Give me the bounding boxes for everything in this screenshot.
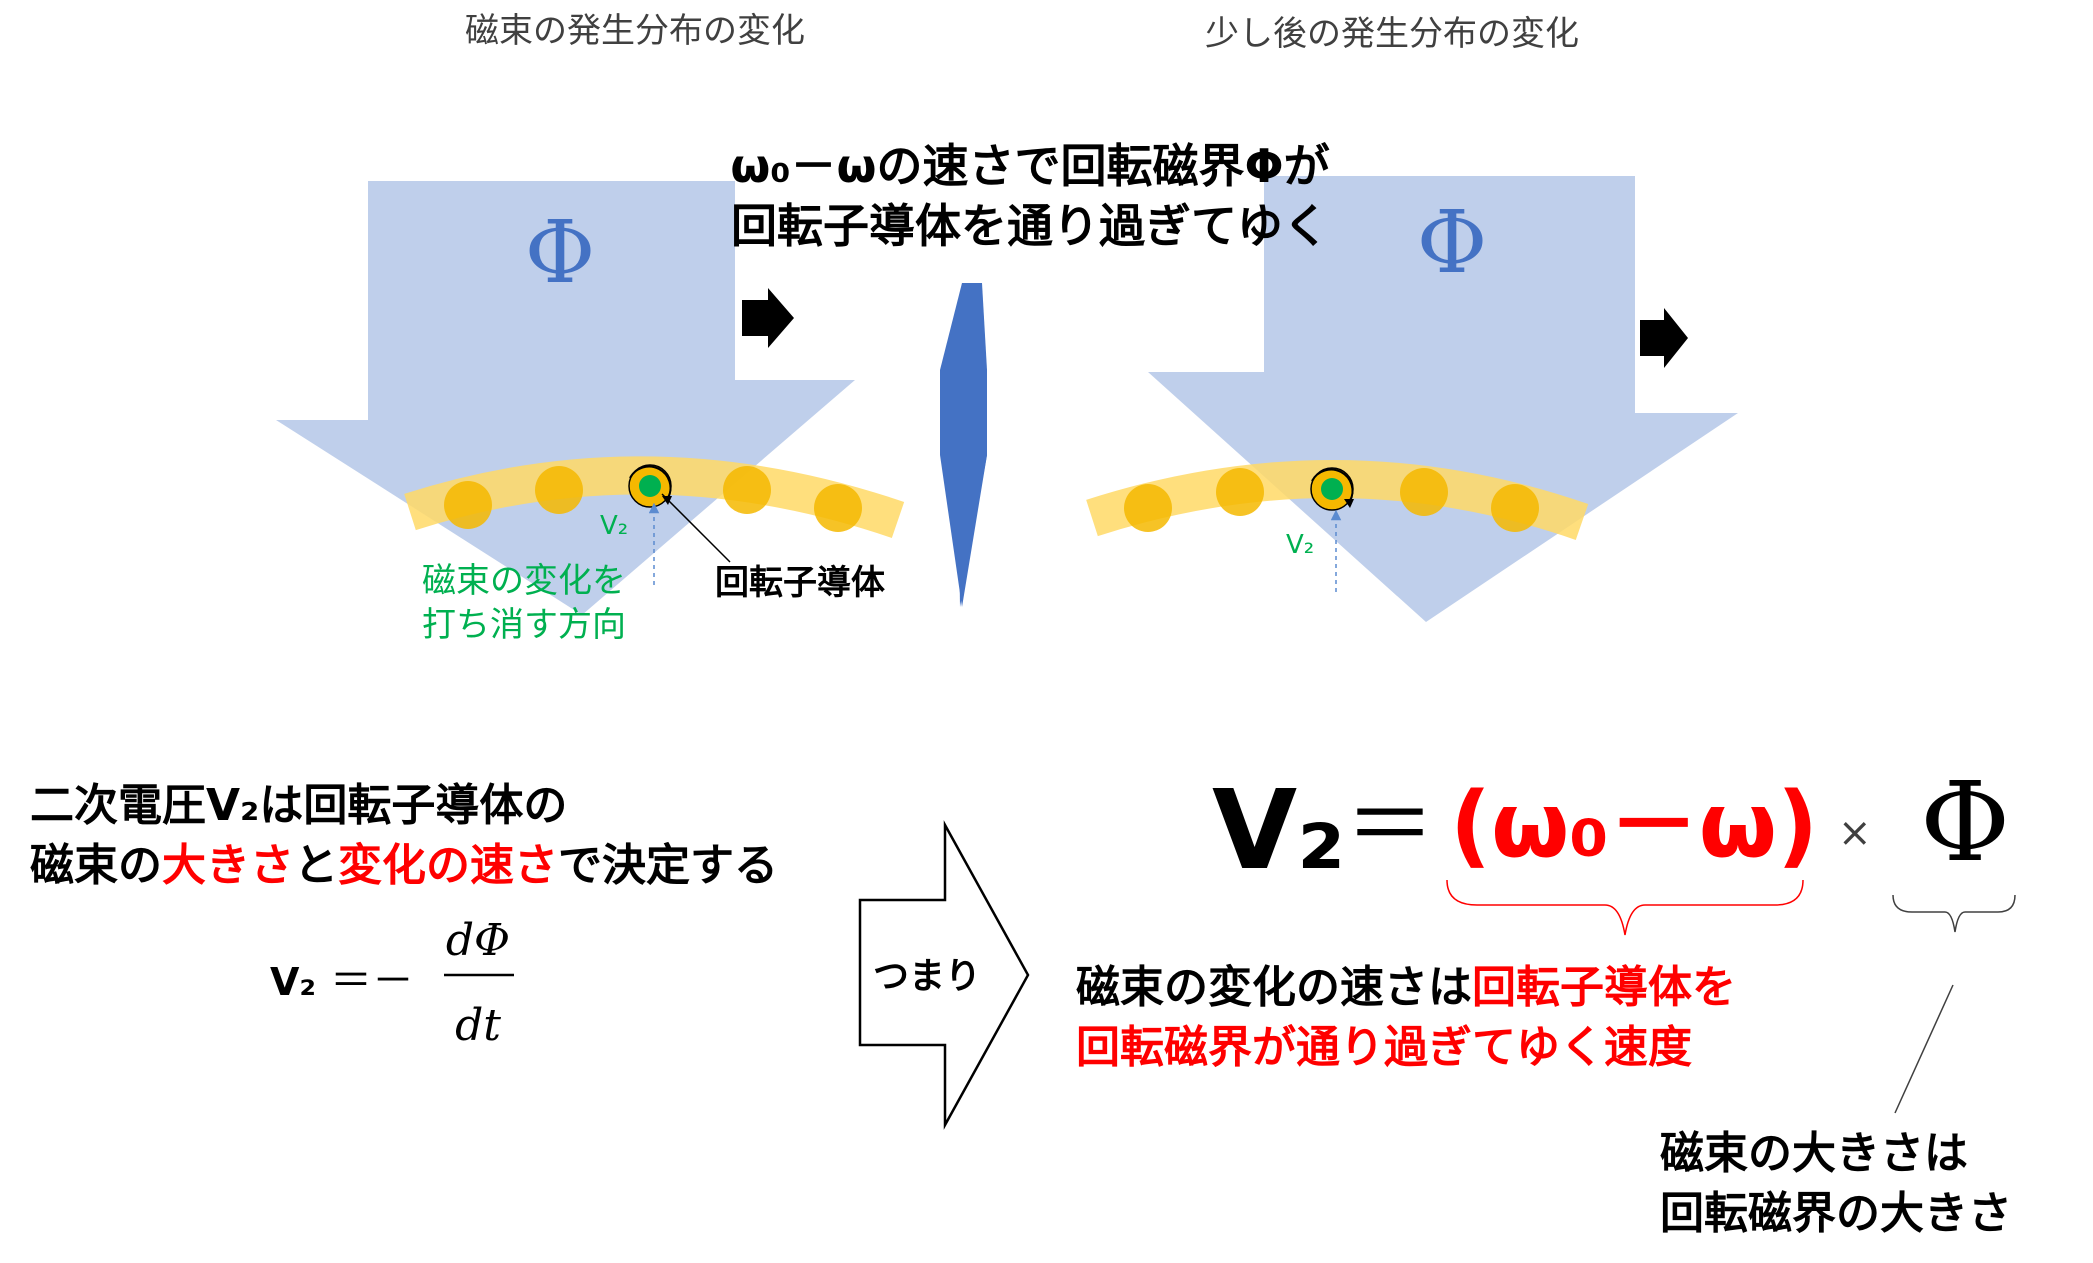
explanation-magnitude-line2: 回転磁界の大きさ — [1660, 1188, 2012, 1239]
highlighted-conductor-left — [628, 464, 672, 508]
right-panel: Φ V₂ — [1086, 176, 1738, 622]
explanation-magnitude-line1: 磁束の大きさは — [1660, 1128, 1968, 1179]
conductor-dot — [1124, 484, 1172, 532]
explanation-speed-line1: 磁束の変化の速さは回転子導体を — [1076, 962, 1736, 1013]
statement-line1: 二次電圧V₂は回転子導体の — [30, 780, 567, 831]
v2-label-left: V₂ — [600, 511, 628, 541]
phi-pointer-line — [1894, 984, 1954, 1114]
main-formula-phi: Φ — [1920, 758, 2010, 886]
statement-part-2: と — [294, 840, 338, 891]
main-formula-equals: ＝ — [1345, 773, 1435, 878]
derivative-equals-minus: ＝－ — [330, 956, 414, 1005]
conductor-dot — [535, 466, 583, 514]
headline-line2: 回転子導体を通り過ぎてゆく — [731, 199, 1329, 253]
highlighted-conductor-right — [1310, 467, 1354, 511]
main-formula: V₂ ＝ (ω₀－ω) × Φ — [1212, 758, 2010, 894]
conductor-dot — [1491, 484, 1539, 532]
main-formula-lhs: V₂ — [1212, 766, 1345, 894]
conductor-dot — [1400, 468, 1448, 516]
statement-part-1: 大きさ — [162, 840, 294, 891]
phi-symbol-left: Φ — [525, 203, 596, 303]
derivative-formula: V₂ ＝－ dΦ dt — [270, 915, 514, 1051]
explanation-part-1: 回転子導体を — [1472, 962, 1736, 1013]
statement-line2: 磁束の大きさと変化の速さで決定する — [30, 840, 778, 891]
direction-note-line1: 磁束の変化を — [422, 561, 626, 601]
statement-part-3: 変化の速さ — [338, 840, 558, 891]
headline-line1: ω₀－ωの速さで回転磁界Φが — [730, 139, 1329, 193]
conductor-pointer-line — [661, 493, 731, 563]
brace-slip-term — [1446, 879, 1804, 936]
explanation-speed-line2: 回転磁界が通り過ぎてゆく速度 — [1076, 1022, 1692, 1073]
rotor-conductors-right — [1124, 468, 1539, 532]
rotor-conductor-label: 回転子導体 — [715, 563, 885, 603]
derivative-denominator: dt — [455, 1000, 501, 1051]
v2-label-right: V₂ — [1286, 530, 1314, 560]
derivative-lhs: V₂ — [270, 960, 316, 1004]
conductor-dot — [1216, 468, 1264, 516]
rotor-conductors-left — [444, 466, 862, 532]
direction-note-line2: 打ち消す方向 — [422, 605, 626, 645]
explanation-part-0: 磁束の変化の速さは — [1076, 962, 1472, 1013]
main-formula-times: × — [1838, 810, 1872, 856]
phi-symbol-right: Φ — [1417, 193, 1488, 293]
motion-arrow-left-icon — [742, 288, 794, 348]
tsumari-label: つまり — [873, 956, 981, 997]
conductor-dot — [814, 484, 862, 532]
flux-arrow-right — [1148, 176, 1738, 622]
left-panel: Φ V₂ 磁束の変化を 打ち消す方向 回転子導体 — [276, 181, 905, 645]
conductor-dot — [723, 466, 771, 514]
conductor-dot — [444, 481, 492, 529]
derivative-numerator: dΦ — [446, 915, 510, 966]
motion-arrow-right-icon — [1640, 308, 1688, 368]
brace-phi — [1892, 894, 2016, 933]
statement-part-4: で決定する — [558, 840, 778, 891]
statement-part-0: 磁束の — [30, 840, 162, 891]
main-formula-slip-term: (ω₀－ω) — [1450, 773, 1818, 878]
transition-arrow-body — [940, 283, 987, 607]
caption-right: 少し後の発生分布の変化 — [1205, 14, 1579, 54]
caption-left: 磁束の発生分布の変化 — [465, 11, 805, 51]
tsumari-arrow — [858, 820, 1030, 1130]
